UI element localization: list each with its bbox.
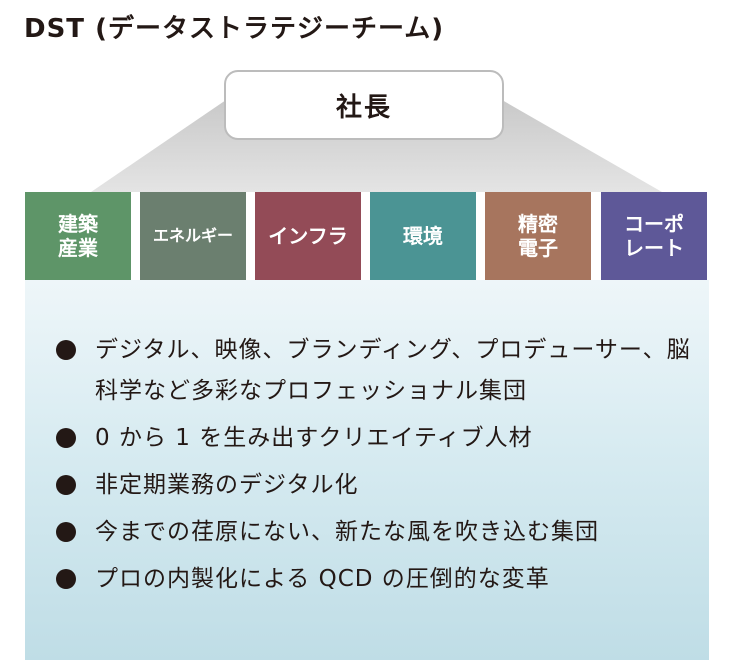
bullet-dot-icon: [56, 428, 76, 448]
unit-label: エネルギー: [152, 226, 233, 246]
unit-label: 建築 産業: [58, 211, 98, 260]
list-item-text: 非定期業務のデジタル化: [95, 472, 359, 498]
unit-environment: 環境: [370, 192, 476, 280]
list-item: デジタル、映像、ブランディング、プロデューサー、脳科学など多彩なプロフェッショナ…: [50, 330, 700, 412]
description-panel: [25, 280, 709, 660]
list-item-text: 0 から 1 を生み出すクリエイティブ人材: [95, 425, 533, 451]
ceo-label: 社長: [335, 92, 392, 123]
bullet-dot-icon: [56, 340, 76, 360]
ceo-box: 社長: [224, 70, 504, 140]
unit-precision-electronics: 精密 電子: [485, 192, 591, 280]
unit-infrastructure: インフラ: [255, 192, 361, 280]
bullet-dot-icon: [56, 522, 76, 542]
page-title: DST (データストラテジーチーム): [24, 14, 445, 44]
list-item: 0 から 1 を生み出すクリエイティブ人材: [50, 418, 700, 459]
list-item-text: 今までの荏原にない、新たな風を吹き込む集団: [95, 519, 599, 545]
feature-list: デジタル、映像、ブランディング、プロデューサー、脳科学など多彩なプロフェッショナ…: [50, 330, 700, 606]
unit-energy: エネルギー: [140, 192, 246, 280]
unit-label: インフラ: [268, 223, 348, 248]
unit-label: 精密 電子: [518, 211, 558, 260]
bullet-dot-icon: [56, 475, 76, 495]
business-units: 建築 産業 エネルギー インフラ 環境 精密 電子 コーポ レート: [25, 192, 709, 280]
unit-architecture-industry: 建築 産業: [25, 192, 131, 280]
unit-corporate: コーポ レート: [601, 192, 707, 280]
list-item-text: デジタル、映像、ブランディング、プロデューサー、脳科学など多彩なプロフェッショナ…: [95, 337, 691, 404]
list-item: 非定期業務のデジタル化: [50, 465, 700, 506]
list-item-text: プロの内製化による QCD の圧倒的な変革: [95, 566, 550, 592]
unit-label: 環境: [403, 223, 443, 248]
unit-label: コーポ レート: [624, 211, 684, 260]
list-item: プロの内製化による QCD の圧倒的な変革: [50, 559, 700, 600]
bullet-dot-icon: [56, 569, 76, 589]
list-item: 今までの荏原にない、新たな風を吹き込む集団: [50, 512, 700, 553]
